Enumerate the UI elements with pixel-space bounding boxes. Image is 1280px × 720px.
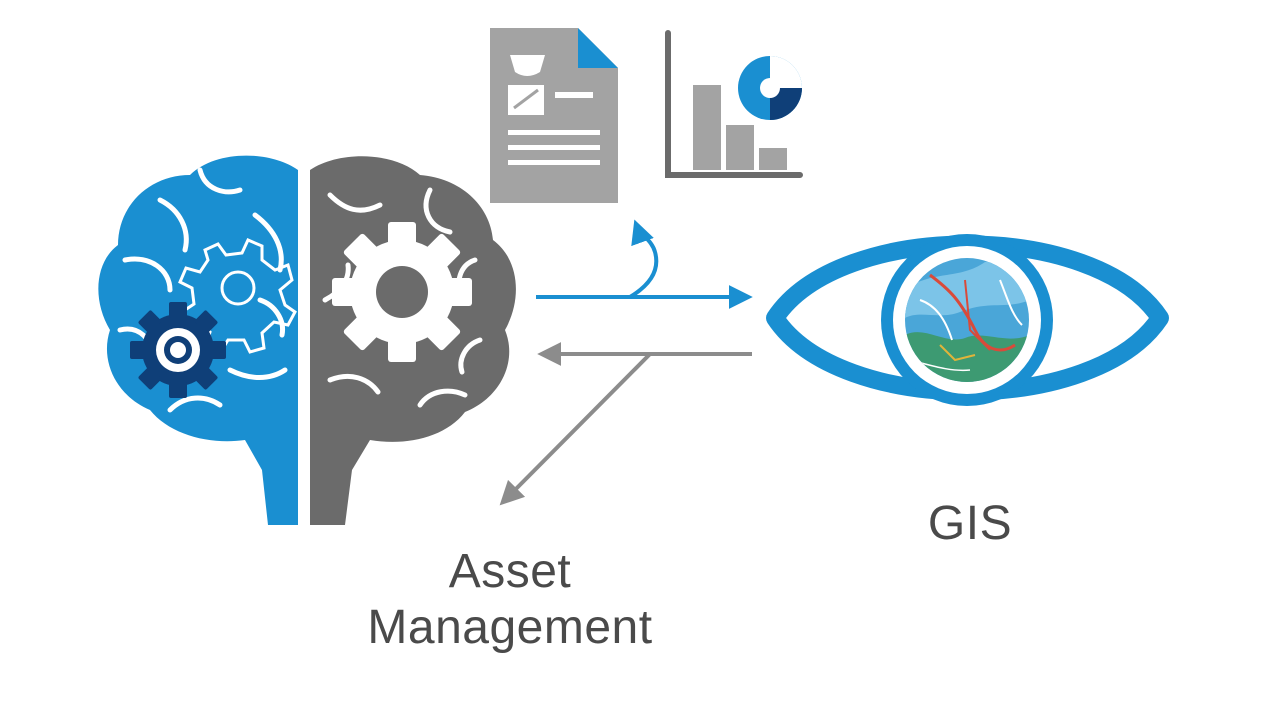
- gear-icon: [332, 222, 472, 362]
- chart-bar: [693, 85, 721, 170]
- brain-right-half: [310, 156, 516, 525]
- asset-management-label: Asset Management: [310, 544, 710, 656]
- eye-icon: [766, 234, 1169, 406]
- chart-bar: [759, 148, 787, 170]
- gis-label: GIS: [927, 497, 1013, 550]
- brain-divider: [300, 160, 308, 530]
- brain-icon: [98, 155, 516, 530]
- asset-management-line-1: Asset: [448, 545, 572, 598]
- arrow-to-asset-management: [499, 352, 652, 506]
- pie-icon: [738, 56, 802, 120]
- bar-chart-icon: [665, 30, 803, 178]
- asset-management-line-2: Management: [367, 601, 653, 654]
- map-icon: [905, 258, 1029, 382]
- document-icon: [490, 28, 618, 203]
- gear-icon: [130, 302, 226, 398]
- brain-left-half: [98, 155, 298, 525]
- arrow-to-reports: [628, 219, 659, 299]
- chart-bar: [726, 125, 754, 170]
